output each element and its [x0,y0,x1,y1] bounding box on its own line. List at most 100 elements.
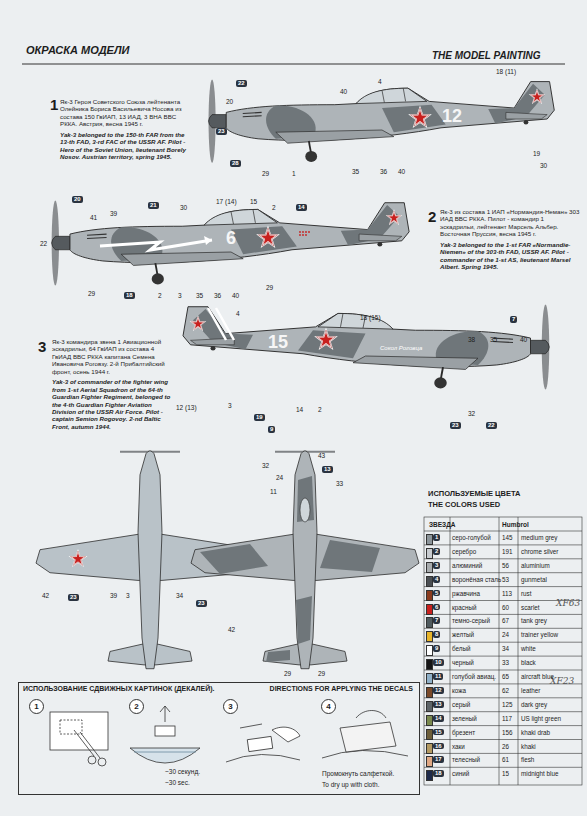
color-name: ржавчина [452,590,480,597]
color-star-badge: 20 [72,196,83,203]
color-star-badge: 18 [124,292,135,299]
text-label: ЗВЕЗДА [429,521,456,528]
callout-number: 19 [533,150,540,157]
color-star-badge: 14 [296,204,307,211]
text-label: scarlet [521,604,540,611]
table-rule [424,739,582,740]
callout-number: 29 [88,290,95,297]
color-name: воронёная сталь [452,576,501,583]
color-star-badge: 21 [148,202,159,209]
color-name: телесный [452,756,480,763]
callout-number: 38 [468,336,475,343]
table-rule [424,642,582,643]
callout-number: 29 [262,170,269,177]
aircraft-profile-2 [52,200,409,285]
callout-number: 40 [232,292,239,299]
color-star-badge: 2 [433,548,440,555]
callout-number: 2 [318,406,322,413]
color-name: желтый [452,631,474,638]
callout-number: 30 [180,204,187,211]
color-star-badge: 5 [433,590,440,597]
color-star-badge: 12 [433,687,444,694]
callout-number: 20 [226,98,233,105]
text-label: Як-3 Героя Советского Союза лейтенанта О… [60,98,195,128]
callout-number: 40 [520,336,527,343]
callout-number: 35 [490,336,497,343]
table-rule [424,697,582,698]
aircraft-profile-1 [209,79,555,163]
callout-number: ~30 секунд. [165,768,200,775]
color-swatch [426,770,433,781]
callout-number: 39 [110,592,117,599]
callout-number: 11 [270,488,277,495]
color-name: синий [452,770,469,777]
callout-number: 2 [272,204,276,211]
decal-step-drawings [50,706,408,766]
text-label: Yak-3 of commander of the fighter wing f… [52,378,172,430]
callout-number: 12 (13) [176,404,197,411]
color-star-badge: 6 [433,604,440,611]
color-swatch [426,743,433,754]
table-rule [424,767,582,768]
color-star-badge: 14 [433,715,444,722]
callout-number: 36 [214,292,221,299]
text-label: Humbrol [502,521,529,528]
color-name: белый [452,645,471,652]
callout-number: 33 [336,480,343,487]
text-label: aircraft blue [521,673,554,680]
callout-number: 1 [292,170,296,177]
panel-heading: ИСПОЛЬЗОВАНИЕ СДВИЖНЫХ КАРТИНОК (ДЕКАЛЕЙ… [23,685,214,692]
top-view [191,451,419,669]
callout-number: 32 [468,410,475,417]
color-star-badge: 23 [450,422,461,429]
text-label: 26 [502,743,509,750]
table-rule [424,544,582,545]
color-name: черный [452,659,474,666]
callout-number: ~30 sec. [165,779,190,786]
color-star-badge: 10 [433,659,444,666]
callout-number: 14 [296,406,303,413]
callout-number: 18 (15) [360,314,381,321]
text-label: 3 [38,338,46,355]
callout-number: 22 [40,240,47,247]
callout-number: 29 [318,670,325,677]
text-label: khaki [521,743,536,750]
callout-number: 42 [228,626,235,633]
color-table [424,517,582,785]
text-label: 53 [502,576,509,583]
color-swatch [426,534,433,545]
color-name: голубой авиац. [452,673,496,680]
text-label: 56 [502,562,509,569]
aircraft-profile-3 [183,304,549,389]
text-label: trainer yellow [521,631,558,638]
text-label: ИСПОЛЬЗУЕМЫЕ ЦВЕТА [428,490,521,499]
text-label: 60 [502,604,509,611]
step-number: 4 [322,702,335,711]
color-swatch [426,687,433,698]
table-rule [424,558,582,559]
table-rule [424,572,582,573]
text-label: white [521,645,536,652]
text-label: US light green [521,715,561,722]
callout-number: 4 [236,310,240,317]
callout-number: 29 [266,284,273,291]
callout-number: 17 (14) [216,198,237,205]
text-label: leather [521,687,540,694]
callout-number: 18 (11) [496,68,516,75]
text-label: 156 [502,729,513,736]
text-label: rust [521,590,532,597]
text-label: dark grey [521,701,547,708]
color-swatch [426,645,433,656]
color-swatch [426,576,433,587]
color-name: хаки [452,743,465,750]
text-label: Як-3 из состава 1 ИАП «Нормандия-Неман» … [440,208,580,238]
callout-number: 41 [90,214,97,221]
callout-number: To dry up with cloth. [322,781,379,788]
callout-number: 40 [340,88,347,95]
color-swatch [426,617,433,628]
color-swatch [426,590,433,601]
table-rule [424,614,582,615]
text-label: 191 [502,548,513,555]
table-rule [424,531,582,532]
color-star-badge: 13 [322,466,333,473]
